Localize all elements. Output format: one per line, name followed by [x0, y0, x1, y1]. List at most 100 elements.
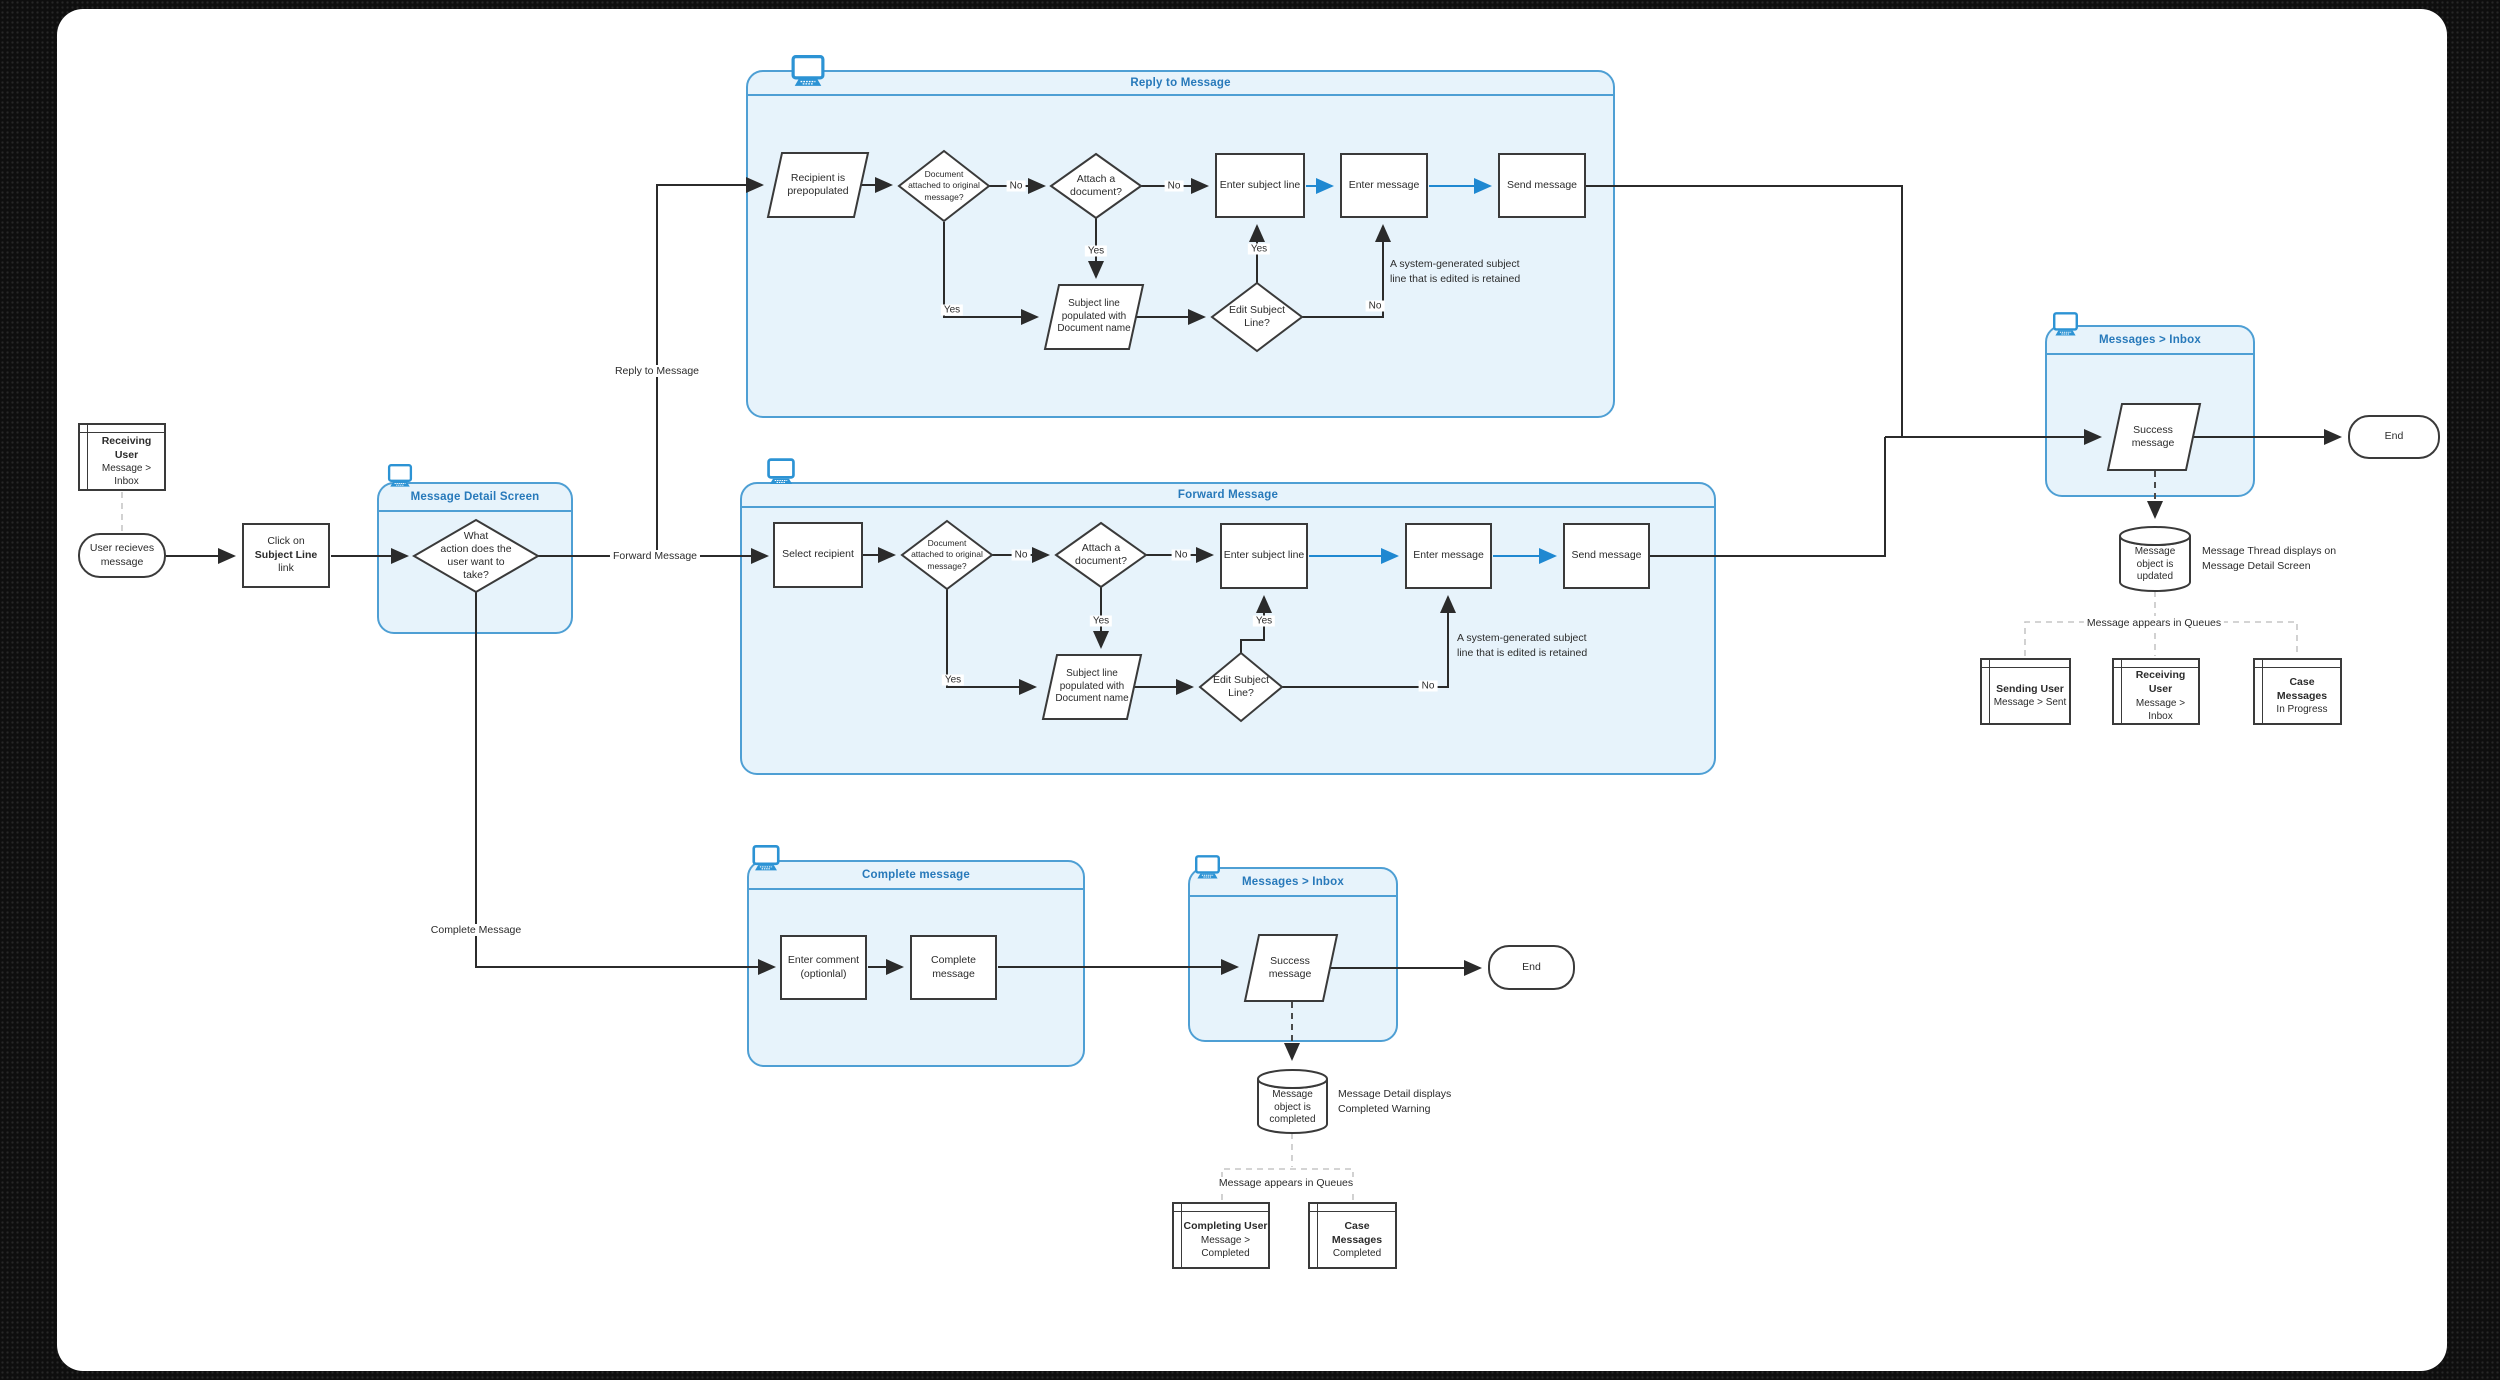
decision-edit-subject-reply[interactable]	[1210, 281, 1304, 353]
edge-doccheck-yes	[943, 222, 1039, 325]
edge-label-no: No	[1418, 680, 1438, 692]
queue-box-title: Completing User	[1183, 1220, 1268, 1233]
end-terminator-bottom[interactable]: End	[1488, 945, 1575, 990]
queue-box-receiving-user[interactable]: Receiving User Message > Inbox	[78, 423, 166, 491]
decision-attach-doc-reply-label: Attach a document?	[1070, 172, 1122, 198]
container-title: Reply to Message	[748, 72, 1613, 96]
decision-edit-subject-fwd[interactable]	[1198, 651, 1284, 723]
step-label: Complete message	[931, 954, 976, 980]
note-queues-right: Message appears in Queues	[2083, 617, 2225, 629]
queue-box-case-in-progress[interactable]: Case Messages In Progress	[2253, 658, 2342, 725]
computer-icon	[1195, 855, 1220, 879]
edge-send-forward-out	[1650, 437, 1886, 557]
note-queues-bottom: Message appears in Queues	[1215, 1177, 1357, 1189]
queue-box-subtitle: Message > Inbox	[2135, 697, 2186, 722]
computer-icon	[387, 464, 413, 487]
io-recipient-prepopulated[interactable]	[766, 152, 870, 218]
step-send-message-reply[interactable]: Send message	[1498, 153, 1586, 218]
queue-box-receiving-user-2[interactable]: Receiving User Message > Inbox	[2112, 658, 2200, 725]
io-recipient-label: Recipient is prepopulated	[787, 171, 849, 197]
flow-shapes	[412, 149, 2202, 1134]
step-enter-comment[interactable]: Enter comment (optionlal)	[780, 935, 867, 1000]
edge-label-yes: Yes	[1089, 615, 1113, 627]
edge-send-reply-out	[1586, 185, 1903, 437]
step-click-subject-line[interactable]: Click on Subject Line link	[242, 523, 330, 588]
step-enter-subject-fwd[interactable]: Enter subject line	[1220, 523, 1308, 589]
io-subject-populated-reply[interactable]	[1043, 284, 1145, 350]
edge-label-yes: Yes	[1084, 245, 1108, 257]
datastore-completed-label: Message object is completed	[1269, 1089, 1316, 1126]
datastore-updated-label: Message object is updated	[2134, 546, 2176, 583]
click-subject-label: Click on Subject Line link	[254, 535, 318, 575]
decision-what-action[interactable]	[412, 518, 540, 594]
queue-box-subtitle: In Progress	[2276, 704, 2328, 716]
step-complete-message[interactable]: Complete message	[910, 935, 997, 1000]
datastore-message-completed-top	[1257, 1069, 1328, 1089]
step-enter-message-fwd[interactable]: Enter message	[1405, 523, 1492, 589]
edge-label-no: No	[1006, 180, 1026, 192]
decision-attach-doc-reply[interactable]	[1049, 152, 1143, 220]
step-select-recipient[interactable]: Select recipient	[773, 522, 863, 588]
edge-label-no: No	[1011, 549, 1031, 561]
connectors	[121, 177, 2342, 1200]
step-enter-subject-reply[interactable]: Enter subject line	[1215, 153, 1305, 218]
container-reply-to-message[interactable]: Reply to Message	[746, 70, 1615, 418]
computer-icon	[752, 845, 780, 871]
computer-icon	[2053, 312, 2078, 336]
step-enter-message-reply[interactable]: Enter message	[1340, 153, 1428, 218]
queue-box-title: Receiving User	[2135, 669, 2186, 695]
edge-doccheck-yes-f	[946, 589, 1037, 695]
edge-label-reply-to-message: Reply to Message	[611, 365, 703, 377]
queue-box-title: Receiving User	[101, 434, 152, 461]
computer-icon	[791, 55, 825, 86]
container-title: Complete message	[749, 862, 1083, 890]
edge-label-yes: Yes	[941, 674, 965, 686]
queue-box-subtitle: Message > Inbox	[101, 463, 152, 488]
queue-box-title: Sending User	[1996, 682, 2064, 695]
note-subject-retained-fwd: A system-generated subject line that is …	[1457, 632, 1588, 659]
decision-what-action-label: What action does the user want to take?	[440, 529, 512, 582]
decision-doc-attached-reply-label: Document attached to original message?	[908, 169, 980, 202]
queue-box-subtitle: Message > Sent	[1993, 697, 2067, 709]
start-terminator[interactable]: User recieves message	[78, 533, 166, 578]
decision-attach-doc-fwd[interactable]	[1054, 521, 1148, 589]
io-success-message-right[interactable]	[2106, 403, 2202, 471]
decision-edit-subject-reply-label: Edit Subject Line?	[1228, 303, 1286, 329]
io-subject-populated-fwd[interactable]	[1041, 654, 1143, 720]
step-label: Send message	[1506, 178, 1578, 191]
start-label: User recieves message	[89, 542, 155, 568]
container-messages-inbox-bottom[interactable]: Messages > Inbox	[1188, 867, 1398, 1042]
edge-label-no: No	[1164, 180, 1184, 192]
edge-label-no: No	[1365, 300, 1385, 312]
decision-doc-attached-reply[interactable]	[897, 149, 991, 223]
edge-label-forward-message: Forward Message	[609, 550, 701, 562]
queue-box-case-completed[interactable]: Case Messages Completed	[1308, 1202, 1397, 1269]
queue-box-title: Case Messages	[1331, 1219, 1383, 1246]
step-label: Enter message	[1413, 549, 1484, 562]
io-success-message-bottom[interactable]	[1243, 934, 1339, 1002]
io-subject-populated-fwd-label: Subject line populated with Document nam…	[1055, 668, 1129, 705]
edge-label-yes: Yes	[1247, 243, 1271, 255]
step-label: Enter comment (optionlal)	[787, 954, 860, 980]
queue-box-sending-user[interactable]: Sending User Message > Sent	[1980, 658, 2071, 725]
queue-box-completing-user[interactable]: Completing User Message > Completed	[1172, 1202, 1270, 1269]
edge-edit-no	[1302, 224, 1391, 318]
computer-icon	[767, 458, 795, 485]
end-terminator-right[interactable]: End	[2348, 415, 2440, 459]
io-success-right-label: Success message	[2131, 423, 2175, 449]
queue-box-subtitle: Completed	[1332, 1248, 1382, 1260]
edge-edit-no-f	[1282, 595, 1456, 688]
io-success-bottom-label: Success message	[1268, 954, 1312, 980]
decision-doc-attached-fwd[interactable]	[900, 519, 994, 591]
decision-doc-attached-fwd-label: Document attached to original message?	[911, 538, 983, 571]
container-title: Forward Message	[742, 484, 1714, 508]
edge-label-no: No	[1171, 549, 1191, 561]
note-completed-warning: Message Detail displays Completed Warnin…	[1338, 1088, 1452, 1115]
step-label: Enter message	[1348, 178, 1420, 191]
step-send-message-fwd[interactable]: Send message	[1563, 523, 1650, 589]
container-title: Messages > Inbox	[1190, 869, 1396, 897]
end-label: End	[2384, 430, 2404, 443]
datastore-message-updated-top	[2119, 526, 2191, 546]
edge-label-complete-message: Complete Message	[427, 924, 525, 936]
